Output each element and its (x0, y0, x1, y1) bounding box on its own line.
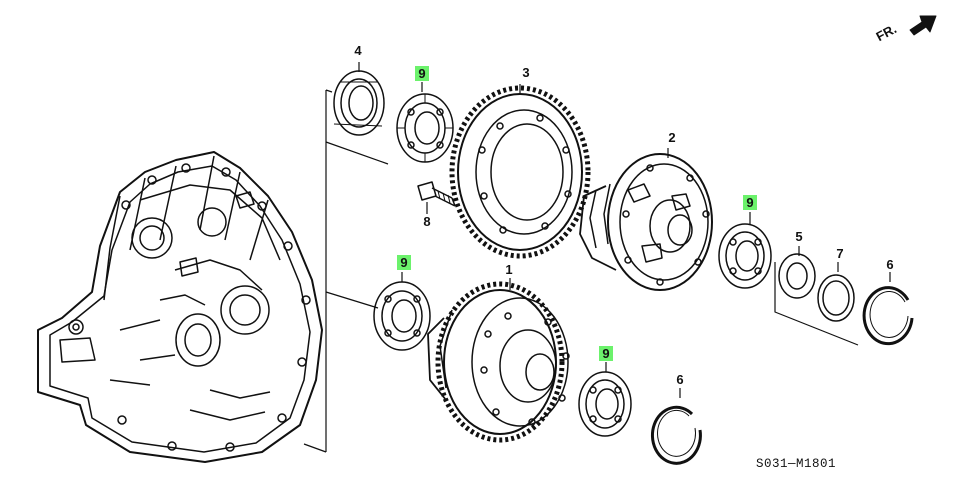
callout-part-3: 3 (522, 65, 530, 80)
diagram-code: S031—M1801 (756, 457, 837, 471)
callout-part-9-upper: 9 (415, 66, 429, 81)
callout-part-9-lower-left: 9 (397, 255, 411, 270)
differential-assembly-part-1 (427, 278, 570, 443)
front-direction-arrow-icon (909, 15, 937, 36)
washer-part-7 (817, 262, 855, 322)
callout-part-1: 1 (505, 262, 513, 277)
final-driven-gear-part-3 (449, 84, 591, 259)
differential-carrier-part-2 (579, 148, 713, 291)
callout-part-9-right: 9 (743, 195, 757, 210)
callout-part-5: 5 (795, 229, 803, 244)
callout-part-4: 4 (354, 43, 362, 58)
oil-seal-part-4 (333, 62, 385, 136)
transmission-housing (37, 151, 323, 463)
shim-part-5 (778, 246, 816, 299)
bearing-part-9-lower-left (373, 272, 431, 351)
bolt-part-8 (417, 181, 456, 214)
bearing-part-9-lower-right (578, 362, 632, 437)
callout-part-8: 8 (423, 214, 431, 229)
callout-part-6-lower: 6 (676, 372, 684, 387)
callout-part-2: 2 (668, 130, 676, 145)
callout-part-9-lower-right: 9 (599, 346, 613, 361)
callout-part-6-upper: 6 (886, 257, 894, 272)
snap-ring-part-6-lower (650, 388, 702, 465)
snap-ring-part-6-upper (862, 272, 914, 346)
bearing-part-9-right (718, 212, 772, 289)
reference-lines (303, 89, 859, 453)
callout-part-7: 7 (836, 246, 844, 261)
bearing-part-9-upper (396, 82, 454, 163)
